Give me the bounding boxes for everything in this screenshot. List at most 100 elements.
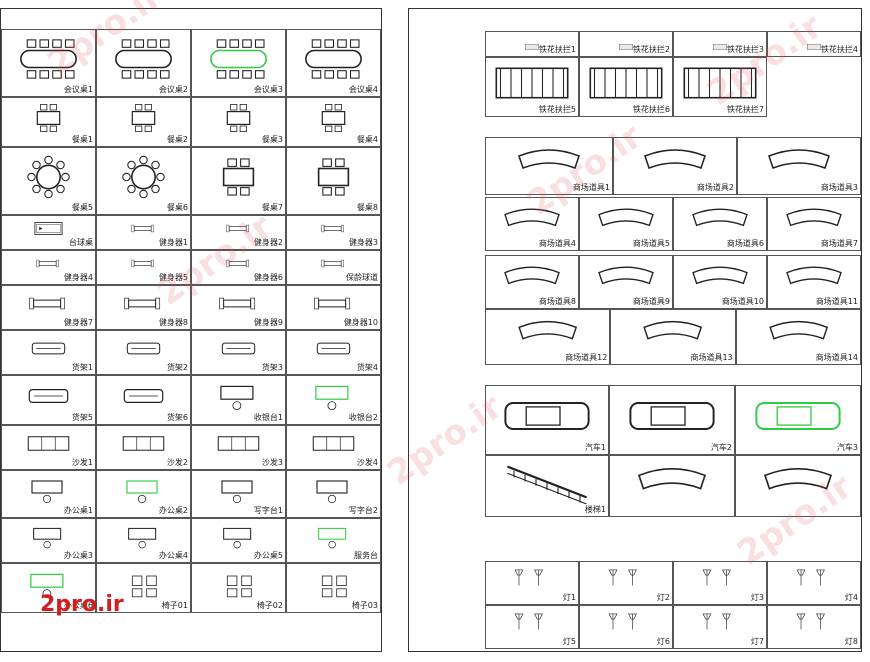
cell-label: 椅子02 [256, 601, 283, 610]
cell-label: 餐桌7 [261, 203, 283, 212]
cell-label: 货架2 [166, 363, 188, 372]
cell-label: 餐桌8 [356, 203, 378, 212]
symbol-cell: 餐桌4 [286, 97, 381, 147]
shelf-icon [6, 380, 91, 412]
chair-icon [101, 568, 186, 600]
car-icon [740, 390, 856, 442]
gym-icon [196, 255, 281, 272]
cell-label: 沙发4 [356, 458, 378, 467]
table-icon [196, 34, 281, 84]
table-icon [101, 34, 186, 84]
symbol-cell: 办公桌1 [1, 470, 96, 518]
symbol-cell: 会议桌2 [96, 29, 191, 97]
dining-icon [6, 102, 91, 134]
symbol-cell: 写字台2 [286, 470, 381, 518]
desk-icon [6, 568, 91, 600]
symbol-cell: 商场道具2 [613, 137, 737, 195]
symbol-cell: 货架5 [1, 375, 96, 425]
cell-label: 楼梯1 [584, 505, 606, 514]
stairs-icon [490, 460, 604, 505]
dining-icon [101, 102, 186, 134]
sofa-icon [196, 430, 281, 457]
symbol-cell: 健身器6 [191, 250, 286, 285]
cell-label: 餐桌5 [71, 203, 93, 212]
symbol-cell: 收银台2 [286, 375, 381, 425]
empty-cell [735, 455, 861, 517]
cell-label: 货架4 [356, 363, 378, 372]
symbol-cell: 灯2 [579, 561, 673, 605]
mall-icon [742, 142, 856, 182]
cell-label: 商场道具14 [815, 353, 858, 362]
cell-label: 商场道具6 [726, 239, 764, 248]
symbol-cell: 铁花扶拦4 [767, 31, 861, 57]
cell-label: 办公桌1 [63, 506, 93, 515]
cell-label: 写字台2 [348, 506, 378, 515]
symbol-cell: 商场道具5 [579, 197, 673, 251]
lamp-icon [584, 610, 668, 636]
cell-label: 商场道具7 [820, 239, 858, 248]
cell-label: 商场道具8 [538, 297, 576, 306]
cell-label: 铁花扶拦6 [632, 105, 670, 114]
cell-label: 灯4 [844, 593, 858, 602]
symbol-cell: 餐桌1 [1, 97, 96, 147]
symbol-cell: 椅子01 [96, 563, 191, 613]
cell-label: 健身器10 [343, 318, 378, 327]
cell-label: 商场道具3 [820, 183, 858, 192]
symbol-cell: 灯8 [767, 605, 861, 649]
symbol-cell: 健身器1 [96, 215, 191, 250]
cell-label: 餐桌2 [166, 135, 188, 144]
cell-label: 餐桌3 [261, 135, 283, 144]
symbol-cell: 健身器5 [96, 250, 191, 285]
cell-label: 灯5 [562, 637, 576, 646]
symbol-cell: 办公桌6 [1, 563, 96, 613]
symbol-cell: 会议桌3 [191, 29, 286, 97]
symbol-cell: 沙发2 [96, 425, 191, 470]
symbol-cell: 健身器8 [96, 285, 191, 330]
mall-icon [490, 314, 605, 352]
dining-icon [196, 102, 281, 134]
symbol-cell: 汽车3 [735, 385, 861, 455]
gym-icon [6, 255, 91, 272]
shelf-icon [101, 335, 186, 362]
symbol-cell: 商场道具4 [485, 197, 579, 251]
mall-icon [614, 460, 730, 504]
table-icon [6, 34, 91, 84]
cell-label: 商场道具10 [721, 297, 764, 306]
round-icon [6, 152, 91, 202]
site-logo: 2pro.ir [40, 592, 124, 617]
cell-label: 商场道具5 [632, 239, 670, 248]
desk-icon [101, 475, 186, 505]
symbol-cell: 收银台1 [191, 375, 286, 425]
sofa-icon [291, 430, 376, 457]
symbol-cell: 铁花扶拦5 [485, 57, 579, 117]
symbol-cell: 办公桌3 [1, 518, 96, 563]
symbol-cell: 铁花扶拦6 [579, 57, 673, 117]
cell-label: 办公桌3 [63, 551, 93, 560]
shelf-icon [6, 335, 91, 362]
cell-label: 健身器8 [158, 318, 188, 327]
cell-label: 会议桌2 [158, 85, 188, 94]
symbol-cell: 灯6 [579, 605, 673, 649]
rail-icon [490, 36, 574, 50]
cell-label: 办公桌5 [253, 551, 283, 560]
symbol-cell: 汽车1 [485, 385, 609, 455]
mall-icon [740, 460, 856, 504]
symbol-cell: 商场道具11 [767, 255, 861, 309]
lamp-icon [772, 566, 856, 592]
symbol-cell: 餐桌7 [191, 147, 286, 215]
cell-label: 会议桌4 [348, 85, 378, 94]
symbol-cell: 货架4 [286, 330, 381, 375]
symbol-cell: 健身器7 [1, 285, 96, 330]
cell-label: 灯8 [844, 637, 858, 646]
symbol-cell: 办公桌2 [96, 470, 191, 518]
symbol-cell: 保龄球道 [286, 250, 381, 285]
cell-label: 服务台 [354, 551, 378, 560]
cell-label: 餐桌6 [166, 203, 188, 212]
cell-label: 灯2 [656, 593, 670, 602]
cell-label: 健身器4 [63, 273, 93, 282]
cell-label: 办公桌6 [63, 601, 93, 610]
